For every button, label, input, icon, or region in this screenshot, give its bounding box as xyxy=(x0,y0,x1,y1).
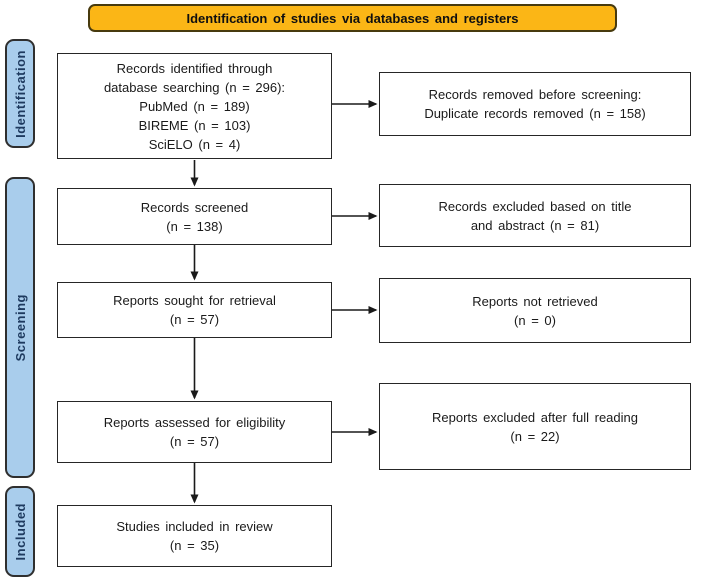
box-records-excluded-title-abstract: Records excluded based on title and abst… xyxy=(379,184,691,247)
box-records-removed-line: Records removed before screening: xyxy=(428,87,642,102)
box-records-identified-line: PubMed (n = 189) xyxy=(139,98,250,114)
box-reports-sought-line: Reports sought for retrieval xyxy=(113,293,276,308)
stage-label-identification-text: Identification xyxy=(12,49,28,138)
stage-label-screening: Screening xyxy=(5,177,35,478)
box-studies-included: Studies included in review (n = 35) xyxy=(57,505,332,567)
box-reports-excluded-full-reading: Reports excluded after full reading (n =… xyxy=(379,383,691,470)
stage-label-included: Included xyxy=(5,486,35,577)
box-records-screened-line: (n = 138) xyxy=(166,218,223,234)
box-records-identified: Records identified through database sear… xyxy=(57,53,332,159)
box-records-excluded-title-abstract-line: and abstract (n = 81) xyxy=(470,217,600,233)
box-studies-included-line: Studies included in review xyxy=(116,519,273,534)
box-reports-sought: Reports sought for retrieval (n = 57) xyxy=(57,282,332,338)
box-records-removed-line: Duplicate records removed (n = 158) xyxy=(424,106,646,121)
stage-label-identification: Identification xyxy=(5,39,35,148)
box-records-screened-line: Records screened xyxy=(140,199,249,215)
box-records-screened: Records screened (n = 138) xyxy=(57,188,332,245)
box-studies-included-line: (n = 35) xyxy=(169,538,220,553)
box-records-identified-line: database searching (n = 296): xyxy=(103,79,286,95)
box-reports-not-retrieved: Reports not retrieved (n = 0) xyxy=(379,278,691,343)
diagram-title: Identification of studies via databases … xyxy=(186,10,519,26)
stage-label-included-text: Included xyxy=(12,502,28,561)
box-records-identified-line: Records identified through xyxy=(116,60,273,76)
box-records-excluded-title-abstract-line: Records excluded based on title xyxy=(438,198,632,214)
stage-label-screening-text: Screening xyxy=(12,293,28,362)
box-reports-excluded-full-reading-line: (n = 22) xyxy=(510,428,560,444)
box-reports-assessed-line: (n = 57) xyxy=(169,434,220,449)
box-reports-sought-line: (n = 57) xyxy=(169,312,220,327)
box-records-removed: Records removed before screening: Duplic… xyxy=(379,72,691,136)
box-reports-not-retrieved-line: (n = 0) xyxy=(514,312,556,328)
diagram-title-banner: Identification of studies via databases … xyxy=(88,4,617,32)
box-records-identified-line: SciELO (n = 4) xyxy=(148,136,241,152)
box-records-identified-line: BIREME (n = 103) xyxy=(138,117,251,133)
box-reports-excluded-full-reading-line: Reports excluded after full reading xyxy=(431,409,638,425)
box-reports-assessed: Reports assessed for eligibility (n = 57… xyxy=(57,401,332,463)
box-reports-assessed-line: Reports assessed for eligibility xyxy=(103,415,286,430)
box-reports-not-retrieved-line: Reports not retrieved xyxy=(472,293,598,309)
